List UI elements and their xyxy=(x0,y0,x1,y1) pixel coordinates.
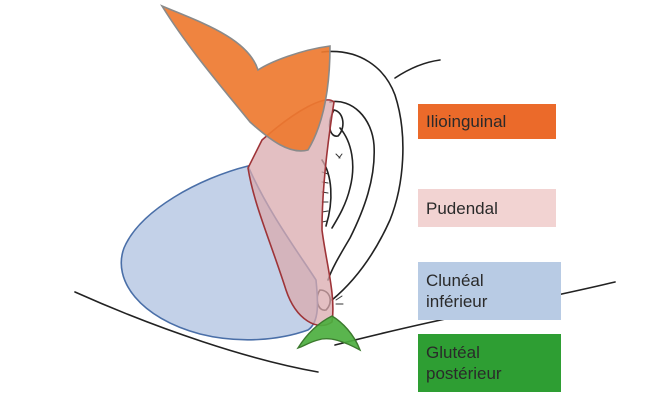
legend-gluteal-label-2: postérieur xyxy=(426,364,502,383)
gluteal-region xyxy=(296,315,362,352)
labia-majora-outline xyxy=(321,50,404,301)
hip-curve xyxy=(394,59,441,79)
ilioinguinal-region xyxy=(160,4,331,152)
legend-ilioinguinal: Ilioinguinal xyxy=(418,104,556,139)
legend-pudendal: Pudendal xyxy=(418,189,556,227)
anatomy-outline xyxy=(74,50,616,373)
legend-cluneal: Clunéal inférieur xyxy=(418,262,561,320)
legend-ilioinguinal-label: Ilioinguinal xyxy=(426,112,507,131)
buttock-curve xyxy=(74,291,319,373)
labia-inner-2 xyxy=(331,127,354,229)
legend-gluteal-label-1: Glutéal xyxy=(426,343,480,362)
legend-cluneal-label-1: Clunéal xyxy=(426,271,484,290)
legend-pudendal-label: Pudendal xyxy=(426,198,498,218)
legend-gluteal: Glutéal postérieur xyxy=(418,334,561,392)
pudendal-region xyxy=(247,99,335,327)
legend-cluneal-label-2: inférieur xyxy=(426,292,488,311)
labia-inner-left xyxy=(327,100,375,281)
